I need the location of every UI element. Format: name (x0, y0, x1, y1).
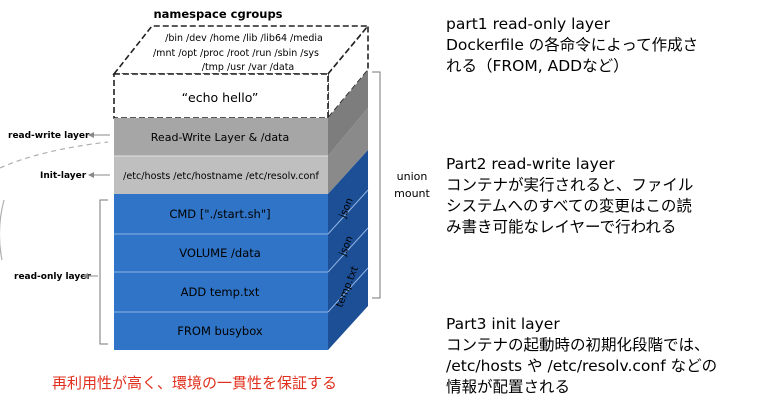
union-mount-label-2: mount (394, 187, 430, 200)
footer-caption: 再利用性が高く、環境の一貫性を保証する (52, 374, 338, 392)
read-write-layer (114, 118, 328, 156)
echo-layer-label: “echo hello” (182, 90, 259, 105)
read-only-layers (114, 194, 328, 350)
top-path-line-1: /bin /dev /home /lib /lib64 /media (165, 33, 323, 44)
ro-arrow (82, 273, 98, 279)
read-only-layer-tag: read-only layer (14, 272, 91, 282)
top-path-line-3: /tmp /usr /var /data (202, 62, 295, 73)
gray-side-face (328, 70, 368, 156)
note-part2-line-2: コンテナが実行されると、ファイル (446, 176, 694, 194)
note-part3: Part3 init layer コンテナの起動時の初期化段階では、 /etc/… (446, 314, 717, 398)
rw-arrow (88, 132, 110, 138)
union-mount-label-1: union (397, 170, 428, 183)
note-part1-line-2: Dockerfile の各命令によって作成さ (446, 36, 699, 54)
init-arrow (88, 172, 110, 178)
note-part2: Part2 read-write layer コンテナが実行されると、ファイル … (446, 154, 693, 238)
init-layer-tag: Init-layer (40, 171, 87, 181)
ro-layer-add (114, 272, 328, 312)
left-arc (0, 199, 5, 261)
ro-bracket (99, 199, 108, 345)
read-write-layer-tag: read-write layer (8, 131, 90, 141)
note-part1-line-1: part1 read-only layer (446, 15, 610, 33)
note-part2-line-4: み書き可能なレイヤーで行われる (446, 218, 677, 236)
note-part3-line-2: コンテナの起動時の初期化段階では、 (446, 336, 710, 354)
union-mount-bracket (372, 71, 381, 299)
read-write-layer-label: Read-Write Layer & /data (151, 131, 289, 144)
ro-layer-from (114, 312, 328, 350)
note-part1-line-3: れる（FROM, ADDなど） (446, 57, 629, 75)
gray-side-face-lower (328, 108, 368, 194)
note-part2-line-1: Part2 read-write layer (446, 155, 615, 173)
ro-layer-cmd (114, 194, 328, 234)
diagram-title: namespace cgroups (153, 7, 282, 21)
init-layer-label: /etc/hosts /etc/hostname /etc/resolv.con… (123, 171, 319, 182)
top-path-line-2: /mnt /opt /proc /root /run /sbin /sys (153, 48, 319, 59)
namespace-cgroups-box (112, 23, 370, 121)
init-layer (114, 156, 328, 194)
note-part1: part1 read-only layer Dockerfile の各命令によっ… (446, 14, 698, 77)
ro-layer-add-label: ADD temp.txt (181, 285, 260, 299)
note-part3-line-4: 情報が配置される (446, 378, 571, 396)
ro-layer-from-label: FROM busybox (177, 324, 263, 338)
ro-layer-volume-label: VOLUME /data (179, 246, 261, 260)
ro-layer-volume (114, 234, 328, 272)
ro-layer-cmd-label: CMD ["./start.sh"] (169, 207, 270, 221)
note-part2-line-3: システムへのすべての変更はこの読 (446, 197, 692, 215)
note-part3-line-3: /etc/hosts や /etc/resolv.conf などの (446, 357, 718, 375)
note-part3-line-1: Part3 init layer (446, 315, 560, 333)
dashed-curve (0, 141, 109, 169)
layer-stack-diagram: namespace cgroups /bin /dev /home /lib /… (0, 7, 430, 350)
